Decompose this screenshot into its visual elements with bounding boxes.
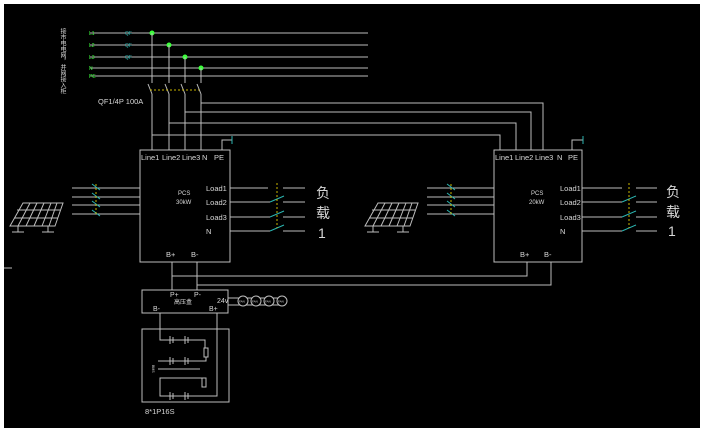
port-label: Line1 <box>141 153 159 162</box>
port-label: N <box>202 153 207 162</box>
port-label: Line2 <box>162 153 180 162</box>
pv-array-left <box>9 183 140 233</box>
load-switches-left <box>230 183 305 232</box>
load-label: 载 <box>316 205 330 221</box>
dc-port: B- <box>544 250 552 259</box>
pcs-title: PCS <box>178 191 190 197</box>
load-port: Load3 <box>560 213 581 222</box>
fan-label: FAN <box>265 300 271 304</box>
breaker-label: QF <box>125 43 132 49</box>
hv-p-plus: P+ <box>170 292 179 299</box>
fan-label: FAN <box>252 300 258 304</box>
load-switches-right <box>582 183 657 232</box>
main-breaker-label: QF1/4P 100A <box>98 97 143 106</box>
breaker-label: QF <box>125 31 132 37</box>
port-label: PE <box>568 153 578 162</box>
port-label: PE <box>214 153 224 162</box>
load-port: N <box>560 227 565 236</box>
fan-label: FAN <box>278 300 284 304</box>
bus-label: L1 <box>89 31 95 37</box>
battery-rack <box>141 328 230 403</box>
pv-array-right <box>364 183 494 233</box>
hv-p-minus: P- <box>194 292 202 299</box>
pcs-title: PCS <box>531 191 543 197</box>
battery-cells <box>158 313 218 400</box>
fans: FAN FAN FAN FAN <box>228 295 288 307</box>
port-label: Line2 <box>515 153 533 162</box>
port-label: N <box>557 153 562 162</box>
canvas <box>4 4 700 428</box>
aux-voltage: 24v <box>217 298 229 305</box>
feeder-wires <box>151 94 584 150</box>
bus-label: L2 <box>89 43 95 49</box>
pcs-rating: 20kW <box>529 200 545 206</box>
load-label: 1 <box>318 225 326 241</box>
load-label: 1 <box>668 223 676 239</box>
dc-port: B+ <box>166 250 176 259</box>
bus-lines <box>90 32 368 77</box>
load-port: Load2 <box>206 198 227 207</box>
breaker-label: QF <box>125 55 132 61</box>
load-port: N <box>206 227 211 236</box>
main-breaker-symbol <box>147 33 202 95</box>
load-label: 负 <box>316 185 330 201</box>
battery-config: 8*1P16S <box>145 407 175 416</box>
battery-side-label: BMS <box>151 365 155 373</box>
load-label: 负 <box>666 184 680 200</box>
bus-label: L3 <box>89 55 95 61</box>
load-port: Load1 <box>206 184 227 193</box>
load-port: Load1 <box>560 184 581 193</box>
grid-label: 接市电电网，并网接入柜 <box>59 27 66 95</box>
port-label: Line3 <box>182 153 200 162</box>
port-label: Line1 <box>495 153 513 162</box>
hv-box <box>141 289 229 314</box>
hv-box-title: 高压盒 <box>174 298 192 306</box>
dc-port: B+ <box>520 250 530 259</box>
pcs-right-box <box>493 149 583 263</box>
load-label: 载 <box>666 204 680 220</box>
dc-bus <box>171 262 552 290</box>
load-port: Load2 <box>560 198 581 207</box>
load-port: Load3 <box>206 213 227 222</box>
dc-port: B- <box>191 250 199 259</box>
hv-b-plus: B+ <box>209 306 218 313</box>
pcs-rating: 30kW <box>176 200 192 206</box>
bus-label: N <box>89 66 93 72</box>
bus-label: PE <box>89 74 96 80</box>
hv-b-minus: B- <box>153 306 161 313</box>
port-label: Line3 <box>535 153 553 162</box>
fan-label: FAN <box>239 300 245 304</box>
pcs-left-box <box>139 149 231 263</box>
